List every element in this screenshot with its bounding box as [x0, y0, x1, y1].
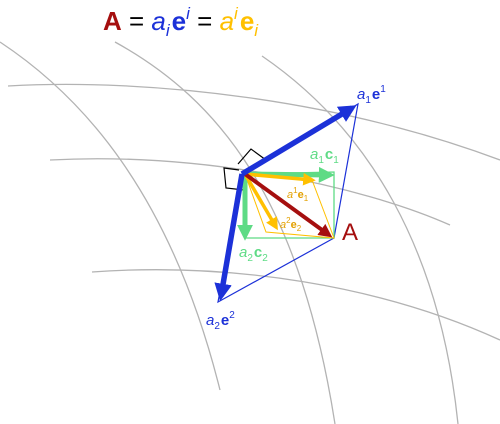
- right-angle-marker-top: [237, 148, 267, 165]
- label-A: A: [342, 219, 358, 246]
- eq-equals-1: =: [122, 6, 152, 36]
- eq-equals-2: =: [190, 6, 220, 36]
- grid-curve-2: [114, 41, 336, 424]
- arrow-a1e1: [240, 105, 357, 177]
- arrow-a1-e1: [244, 172, 316, 186]
- arrow-a2-e2: [243, 173, 278, 231]
- grid-curve-4: [7, 83, 500, 161]
- eq-e-contravariant: e: [172, 6, 186, 36]
- arrow-a2e2: [214, 173, 245, 302]
- label-a2-e2-small: a2e2: [280, 216, 302, 233]
- grid-curve-3: [261, 55, 459, 424]
- label-a1c1: a1c1: [310, 146, 339, 166]
- coordinate-grid: [0, 41, 500, 424]
- grid-curve-1: [0, 41, 221, 391]
- label-a2e2: a2e2: [206, 310, 235, 332]
- eq-e-contravariant-index: i: [186, 4, 191, 23]
- eq-a-covariant: a: [151, 6, 165, 36]
- arrow-A: [243, 172, 333, 238]
- label-a2c2: a2c2: [239, 244, 268, 264]
- eq-A: A: [103, 6, 122, 36]
- eq-e-covariant: e: [240, 6, 254, 36]
- grid-curve-6: [91, 269, 500, 341]
- right-angle-marker-left: [223, 167, 245, 191]
- equation-title: A = aiei = aiei: [103, 4, 259, 40]
- eq-a-covariant-index: i: [166, 21, 171, 40]
- eq-a-contravariant-index: i: [234, 4, 239, 23]
- label-a1-e1-small: a1e1: [287, 186, 309, 203]
- eq-e-covariant-index: i: [254, 21, 259, 40]
- eq-a-contravariant: a: [220, 6, 234, 36]
- label-a1e1: a1e1: [357, 84, 386, 106]
